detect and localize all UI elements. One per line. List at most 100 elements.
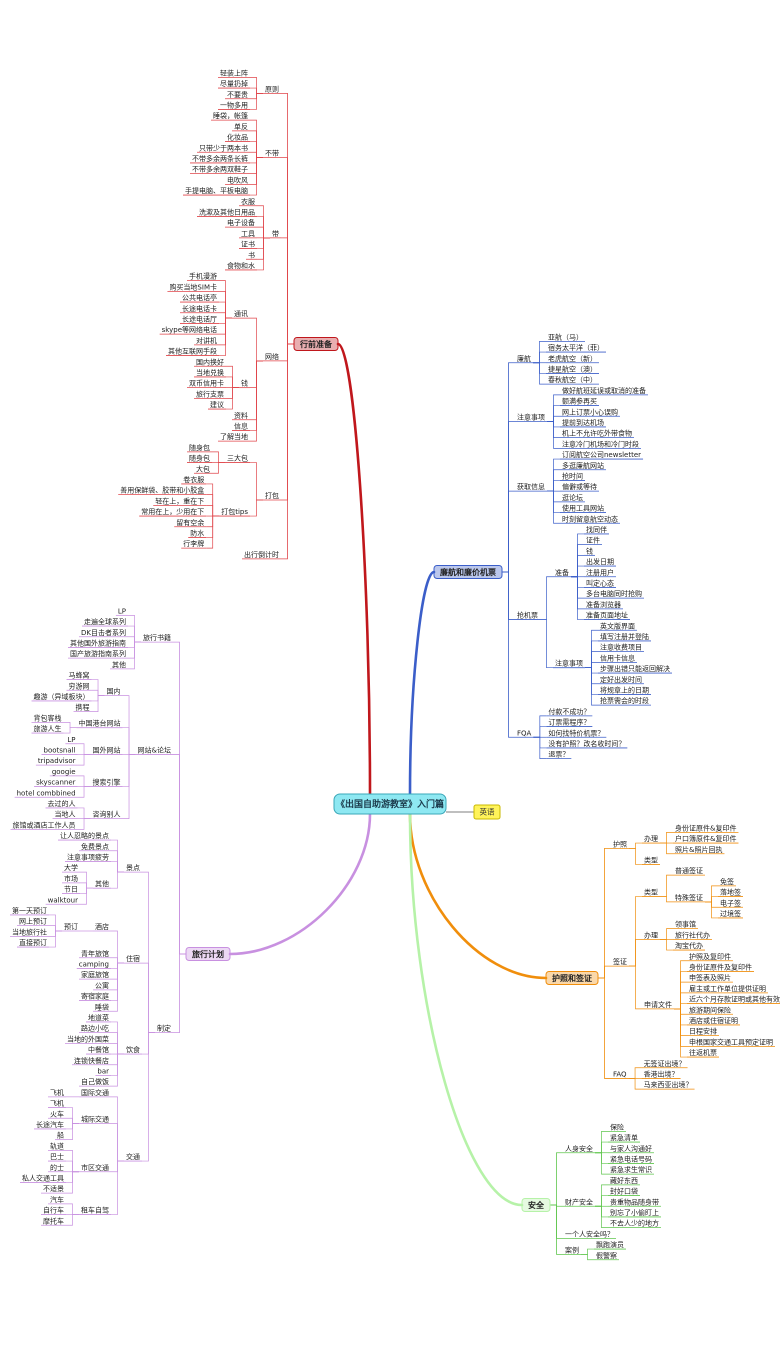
topic-网上订票小心误购[interactable]: 网上订票小心误购	[560, 407, 620, 417]
topic-钱[interactable]: 钱	[584, 546, 595, 556]
topic-tripadvisor[interactable]: tripadvisor	[35, 757, 78, 766]
topic-类型[interactable]: 类型	[642, 855, 660, 865]
topic-保险[interactable]: 保险	[608, 1122, 626, 1132]
topic-日程安排[interactable]: 日程安排	[687, 1027, 719, 1037]
topic-直接预订[interactable]: 直接预订	[17, 938, 49, 948]
topic-轻装上阵[interactable]: 轻装上阵	[218, 68, 250, 78]
topic-家庭旅馆[interactable]: 家庭旅馆	[79, 970, 111, 980]
topic-身份证原件-复印件[interactable]: 身份证原件&复印件	[673, 823, 739, 833]
topic-电子签[interactable]: 电子签	[718, 898, 743, 908]
topic-私人交通工具[interactable]: 私人交通工具	[20, 1173, 66, 1183]
topic-填写注册并登陆[interactable]: 填写注册并登陆	[598, 632, 651, 642]
topic-网站-论坛[interactable]: 网站&论坛	[135, 745, 173, 755]
topic-双币信用卡[interactable]: 双币信用卡	[187, 379, 226, 389]
topic-camping[interactable]: camping	[76, 960, 111, 969]
topic-建议[interactable]: 建议	[208, 400, 226, 410]
topic-旅游期间保险[interactable]: 旅游期间保险	[687, 1005, 733, 1015]
topic-国产旅游指南系列[interactable]: 国产旅游指南系列	[68, 649, 128, 659]
topic-雇主或工作单位提供证明[interactable]: 雇主或工作单位提供证明	[687, 984, 768, 994]
main-topic-行前准备[interactable]: 行前准备	[293, 337, 339, 351]
topic-只带少于两本书[interactable]: 只带少于两本书	[197, 143, 250, 153]
topic-防水[interactable]: 防水	[188, 528, 207, 538]
topic-藏好东西[interactable]: 藏好东西	[608, 1176, 640, 1186]
topic-财产安全[interactable]: 财产安全	[563, 1197, 595, 1207]
topic-当地兑换[interactable]: 当地兑换	[194, 368, 226, 378]
topic-准备[interactable]: 准备	[553, 568, 571, 578]
topic-机上不允许吃外带食物[interactable]: 机上不允许吃外带食物	[560, 429, 634, 439]
topic-带[interactable]: 带	[270, 230, 281, 239]
topic-DK目击者系列[interactable]: DK目击者系列	[79, 628, 128, 638]
topic-租车自驾[interactable]: 租车自驾	[79, 1206, 111, 1215]
topic-时刻留意航空动态[interactable]: 时刻留意航空动态	[560, 514, 620, 524]
topic-抢票需会的时段[interactable]: 抢票需会的时段	[598, 696, 651, 706]
topic-对讲机[interactable]: 对讲机	[194, 336, 219, 346]
topic-卷衣服[interactable]: 卷衣服	[181, 475, 207, 485]
topic-中餐馆[interactable]: 中餐馆	[86, 1045, 111, 1055]
topic-skype等网络电话[interactable]: skype等网络电话	[159, 325, 219, 335]
topic-咨询别人[interactable]: 咨询别人	[90, 810, 123, 820]
topic-飘跑演员[interactable]: 飘跑演员	[594, 1240, 626, 1250]
topic-skyscanner[interactable]: skyscanner	[34, 779, 78, 787]
topic-无签证出境[interactable]: 无签证出境？	[641, 1059, 688, 1069]
topic-地道菜[interactable]: 地道菜	[86, 1013, 111, 1023]
topic-衣服[interactable]: 衣服	[239, 197, 257, 207]
topic-淘宝代办[interactable]: 淘宝代办	[673, 941, 705, 951]
topic-定好出发时间[interactable]: 定好出发时间	[598, 675, 644, 685]
topic-长途电话厅[interactable]: 长途电话厅	[180, 314, 219, 324]
topic-往返机票[interactable]: 往返机票	[687, 1048, 719, 1058]
topic-轨道[interactable]: 轨道	[48, 1141, 66, 1151]
topic-旅行社代办[interactable]: 旅行社代办	[673, 930, 712, 940]
topic-抢时间[interactable]: 抢时间	[560, 471, 585, 481]
topic-注意事项疲劳[interactable]: 注意事项疲劳	[65, 852, 111, 862]
topic-去过的人[interactable]: 去过的人	[45, 799, 78, 809]
topic-船[interactable]: 船	[55, 1131, 66, 1141]
topic-人身安全[interactable]: 人身安全	[563, 1144, 595, 1154]
topic-注册用户[interactable]: 注册用户	[584, 568, 616, 578]
topic-火车[interactable]: 火车	[48, 1109, 66, 1119]
topic-路边小吃[interactable]: 路边小吃	[79, 1024, 111, 1034]
topic-其他[interactable]: 其他	[93, 879, 111, 889]
topic-退票[interactable]: 退票？	[546, 750, 572, 760]
topic-网络[interactable]: 网络	[263, 352, 281, 362]
topic-免签[interactable]: 免签	[718, 877, 736, 887]
topic-证件[interactable]: 证件	[584, 536, 602, 546]
topic-钱[interactable]: 钱	[239, 379, 250, 389]
topic-注意收费项目[interactable]: 注意收费项目	[598, 643, 644, 653]
topic-偏僻或等待[interactable]: 偏僻或等待	[560, 482, 599, 492]
topic-其他国外旅游指南[interactable]: 其他国外旅游指南	[68, 638, 128, 648]
topic-紧急求生常识[interactable]: 紧急求生常识	[608, 1165, 654, 1175]
topic-订票需程序[interactable]: 订票需程序？	[546, 718, 593, 727]
topic-连锁快餐店[interactable]: 连锁快餐店	[72, 1056, 111, 1066]
topic-付款不成功[interactable]: 付款不成功？	[546, 707, 593, 717]
topic-香港出境[interactable]: 香港出境？	[641, 1069, 681, 1079]
topic-案例[interactable]: 案例	[563, 1245, 581, 1255]
topic-让人忍略的景点[interactable]: 让人忍略的景点	[58, 831, 111, 841]
topic-书[interactable]: 书	[246, 250, 257, 260]
topic-准备浏览器[interactable]: 准备浏览器	[584, 600, 623, 610]
topic-城际交通[interactable]: 城际交通	[79, 1115, 111, 1124]
topic-找同伴[interactable]: 找同伴	[584, 525, 609, 535]
topic-巴士[interactable]: 巴士	[48, 1152, 66, 1162]
topic-当地旅行社[interactable]: 当地旅行社	[10, 927, 49, 937]
topic-寄宿家庭[interactable]: 寄宿家庭	[79, 992, 111, 1001]
topic-携程[interactable]: 携程	[73, 703, 92, 713]
topic-电子设备[interactable]: 电子设备	[225, 218, 257, 228]
topic-廉航[interactable]: 廉航	[515, 354, 533, 364]
topic-护照及复印件[interactable]: 护照及复印件	[687, 952, 733, 962]
topic-睡袋[interactable]: 睡袋	[93, 1002, 111, 1012]
topic-免费景点[interactable]: 免费景点	[79, 842, 111, 852]
topic-办理[interactable]: 办理	[642, 834, 660, 844]
topic-旅行支票[interactable]: 旅行支票	[194, 389, 226, 399]
topic-国外网站[interactable]: 国外网站	[90, 745, 123, 755]
topic-预订[interactable]: 预订	[62, 922, 80, 932]
topic-长途汽车[interactable]: 长途汽车	[34, 1120, 66, 1130]
topic-准备页面地址[interactable]: 准备页面地址	[584, 611, 630, 620]
topic-飞机[interactable]: 飞机	[48, 1099, 66, 1108]
topic-一个人安全吗[interactable]: 一个人安全吗？	[563, 1229, 616, 1239]
topic-注意冷门机场和冷门时段[interactable]: 注意冷门机场和冷门时段	[560, 439, 641, 449]
topic-穷游网[interactable]: 穷游网	[66, 681, 92, 691]
topic-不带[interactable]: 不带	[263, 150, 281, 159]
topic-照片-照片回执[interactable]: 照片&照片回执	[673, 845, 725, 855]
topic-提前到达机场[interactable]: 提前到达机场	[560, 418, 606, 428]
topic-手提电脑-平板电脑[interactable]: 手提电脑、平板电脑	[183, 186, 250, 196]
